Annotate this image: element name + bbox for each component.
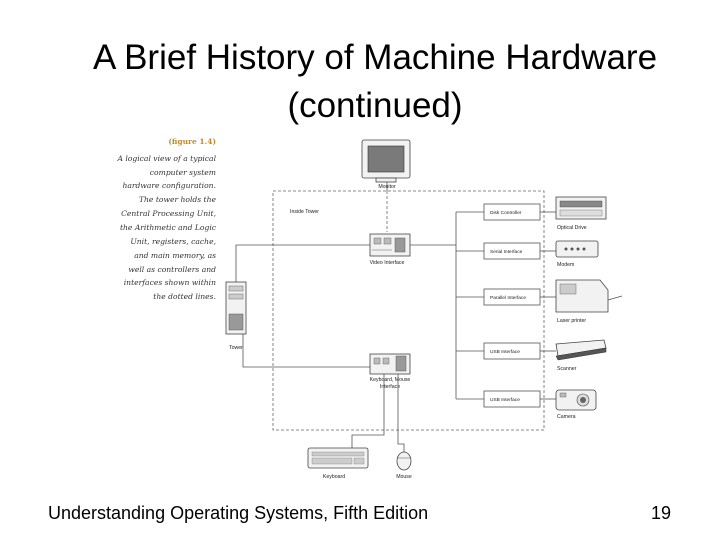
parallel-interface-label: Parallel Interface	[490, 295, 526, 301]
slide-title-line-1: A Brief History of Machine Hardware	[92, 38, 658, 77]
keyboard-device	[307, 447, 369, 469]
slide-page-number: 19	[651, 503, 672, 523]
caption-line: Unit, registers, cache,	[130, 237, 216, 246]
camera-device	[555, 389, 597, 411]
modem-device	[555, 240, 599, 258]
interface-to-keyboard-line	[351, 374, 385, 448]
inside-tower-boundary	[272, 190, 545, 431]
caption-line: Central Processing Unit,	[121, 209, 216, 218]
tower-label: Tower	[229, 345, 243, 351]
mouse-device	[396, 451, 412, 471]
optical-drive-label: Optical Drive	[557, 225, 587, 231]
video-interface-label: Video Interface	[370, 260, 405, 266]
caption-line: computer system	[150, 168, 216, 177]
keyboard-mouse-interface-card	[369, 353, 411, 375]
caption-line: A logical view of a typical	[116, 154, 216, 163]
scanner-device	[555, 339, 607, 361]
scanner-label: Scanner	[557, 366, 577, 372]
footer-book-title: Understanding Operating Systems, Fifth E…	[48, 503, 429, 523]
usb-interface-label: USB Interface	[490, 397, 520, 403]
serial-interface-label: Serial Interface	[490, 249, 523, 255]
monitor-device	[361, 139, 411, 183]
tower-to-keyboard-interface-line	[242, 334, 370, 368]
caption-line: hardware configuration.	[122, 181, 216, 190]
inside-tower-label: Inside Tower	[290, 209, 319, 215]
caption-line: The tower holds the	[139, 195, 217, 204]
camera-label: Camera	[557, 414, 576, 420]
disc-controller-label: Disk Controller	[490, 210, 522, 216]
keyboard-mouse-interface-label: Keyboard, Mouse	[370, 377, 411, 383]
laser-printer-device	[555, 279, 623, 313]
usb-interface-label: USB Interface	[490, 349, 520, 355]
tower-device	[225, 281, 247, 335]
mouse-label: Mouse	[396, 474, 412, 480]
slide-title-line-2: (continued)	[287, 86, 463, 125]
caption-line: well as controllers and	[128, 265, 216, 274]
figure-number: (figure 1.4)	[168, 137, 216, 146]
caption-line: the Arithmetic and Logic	[120, 223, 217, 232]
caption-line: the dotted lines.	[153, 292, 216, 301]
slide-title: A Brief History of Machine Hardware (con…	[0, 34, 720, 130]
figure-caption: A logical view of a typical computer sys…	[116, 154, 216, 301]
laser-printer-label: Laser printer	[557, 318, 586, 324]
modem-label: Modem	[557, 262, 574, 268]
keyboard-label: Keyboard	[323, 474, 345, 480]
optical-drive-device	[555, 196, 607, 220]
keyboard-mouse-interface-label: Interface	[380, 384, 400, 390]
caption-line: interfaces shown within	[124, 278, 216, 287]
tower-to-video-line	[235, 244, 370, 282]
caption-line: and main memory, as	[134, 251, 216, 260]
video-interface-card	[369, 233, 411, 257]
interface-to-mouse-line	[397, 374, 405, 452]
